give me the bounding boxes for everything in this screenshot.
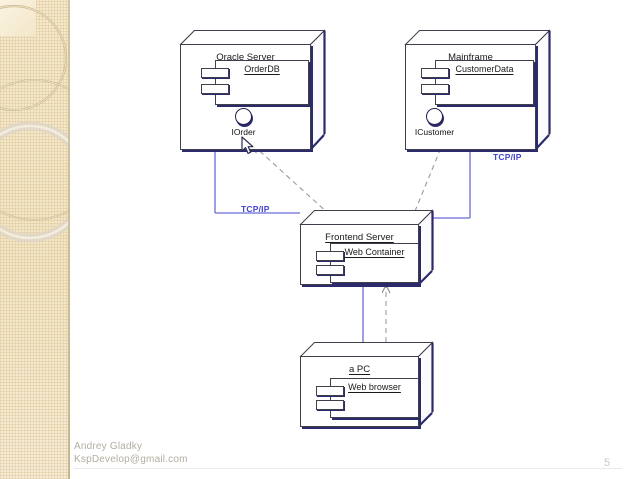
node-a-pc-label: a PC [348,364,371,375]
component-customerdata-label: CustomerData [455,64,514,74]
decorative-sidebar-edge [68,0,70,479]
component-customerdata-tab-bottom [421,84,449,94]
component-web-browser-body [330,378,419,418]
node-oracle-server-3d [179,29,326,151]
interface-icustomer[interactable]: ICustomer [415,108,454,138]
component-orderdb[interactable]: OrderDB [201,60,309,105]
node-oracle-server[interactable]: Oracle Server OrderDB IOrder [179,29,326,151]
component-orderdb-body [215,60,309,105]
mouse-cursor-icon [241,136,254,154]
dependency-frontend-icustomer [407,143,443,229]
node-oracle-server-label: Oracle Server [216,52,275,63]
component-web-container-tab-top [316,251,344,261]
component-web-container[interactable]: Web Container [316,243,419,283]
component-web-browser-tab-bottom [316,400,344,410]
node-frontend-server-label: Frontend Server [325,232,394,243]
component-orderdb-label: OrderDB [244,64,280,74]
footer-author-block: Andrey Gladky KspDevelop@gmail.com [74,441,188,465]
node-frontend-server[interactable]: Frontend Server Web Container [299,209,434,286]
interface-icustomer-label: ICustomer [414,127,455,137]
interface-iorder-ball [235,108,252,125]
page-number: 5 [604,457,611,469]
component-web-browser-tab-top [316,386,344,396]
component-orderdb-tab-top [201,68,229,78]
decorative-arcs-icon [0,4,70,243]
link-label-tcpip-left: TCP/IP [241,204,270,214]
link-label-tcpip-right: TCP/IP [493,152,522,162]
footer-divider [74,468,622,469]
interface-iorder[interactable]: IOrder [231,108,256,138]
node-a-pc[interactable]: a PC Web browser [299,341,434,428]
node-mainframe-3d [404,29,551,151]
component-customerdata-body [435,60,534,105]
node-mainframe[interactable]: Mainframe CustomerData ICustomer [404,29,551,151]
component-customerdata[interactable]: CustomerData [421,60,534,105]
node-frontend-server-3d [299,209,434,286]
interface-icustomer-ball [426,108,443,125]
component-web-browser-label: Web browser [348,382,401,392]
node-mainframe-label: Mainframe [448,52,493,63]
component-orderdb-tab-bottom [201,84,229,94]
node-a-pc-3d [299,341,434,428]
component-web-browser[interactable]: Web browser [316,378,419,418]
component-customerdata-tab-top [421,68,449,78]
interface-iorder-label: IOrder [231,127,256,137]
component-web-container-tab-bottom [316,265,344,275]
decorative-sidebar [0,0,70,479]
component-web-container-body [330,243,419,283]
component-web-container-label: Web Container [344,247,405,257]
